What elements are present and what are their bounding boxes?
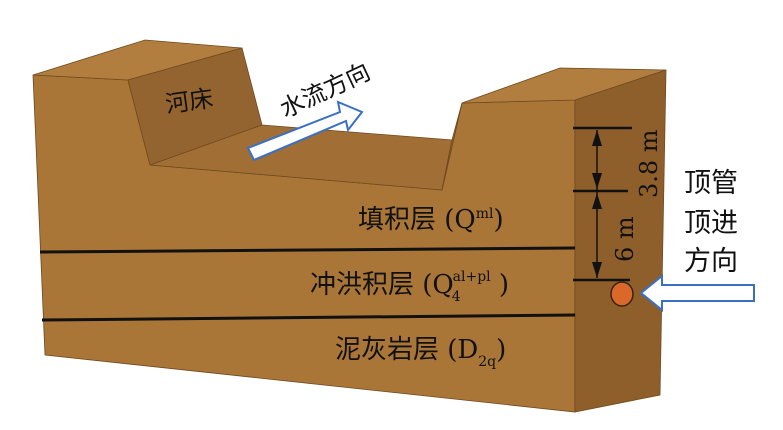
layer-boundary-lower (41, 313, 576, 322)
jacking-direction-label-line3: 方向 (684, 246, 738, 277)
right-bank-inner-face (441, 102, 463, 191)
flow-direction-arrow-icon (246, 100, 364, 162)
dimension-upper-label: 3.8 m (635, 129, 663, 198)
pipe-cross-section (610, 281, 634, 307)
jacking-direction-label-line1: 顶管 (684, 168, 738, 199)
right-bank-top (461, 67, 667, 104)
marl-layer-label: 泥灰岩层 (D2q) (335, 335, 506, 370)
layer-boundary-upper (39, 246, 576, 254)
fill-layer-label: 填积层 (Qml) (358, 205, 504, 235)
riverbed-label: 河床 (164, 84, 215, 118)
jacking-direction-arrow-icon (639, 273, 755, 313)
alluvial-layer-label: 冲洪积层 (Q4al+pl ) (310, 269, 509, 305)
dimension-lower-label: 6 m (611, 216, 639, 262)
jacking-direction-label-line2: 顶进 (684, 208, 738, 239)
dimension-arrowheads-icon (592, 130, 602, 278)
